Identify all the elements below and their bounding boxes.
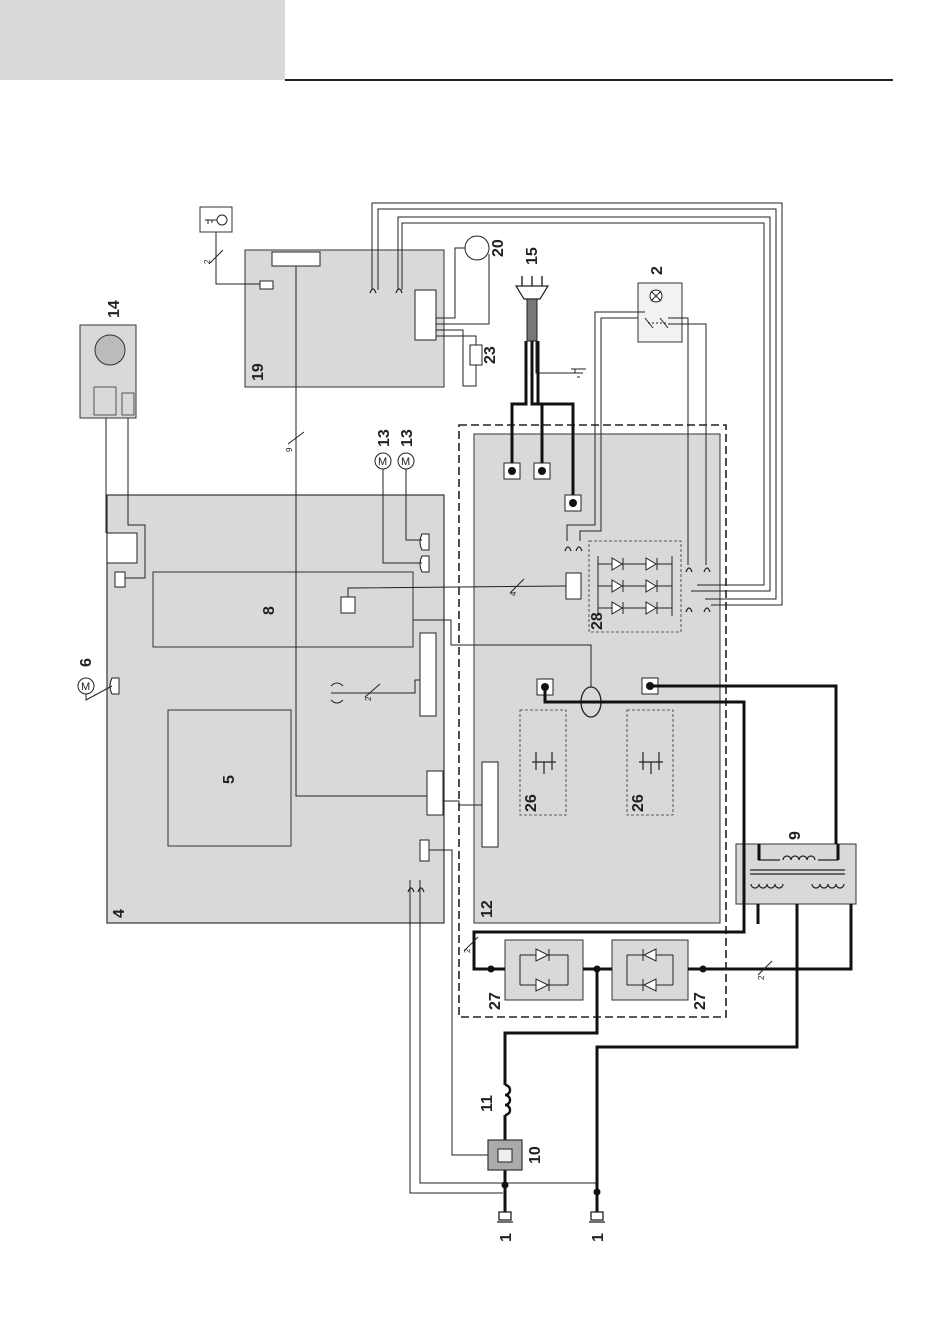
fan-6-symbol: M	[81, 681, 90, 693]
label-28: 28	[589, 612, 606, 630]
small-connector	[260, 281, 273, 289]
fan-13a-symbol: M	[378, 456, 387, 468]
label-6: 6	[78, 658, 95, 667]
board-4	[107, 495, 444, 923]
wire-count-fan: 2	[364, 696, 373, 701]
label-26b: 26	[630, 794, 647, 812]
label-4: 4	[111, 909, 128, 918]
wire-count-tr: 2	[757, 975, 766, 980]
label-13a: 13	[376, 429, 393, 447]
wire-count-4: 4	[509, 591, 518, 596]
mains-plug-icon	[516, 286, 548, 299]
label-8: 8	[261, 606, 278, 615]
label-9: 9	[787, 831, 804, 840]
output-socket-core	[498, 1149, 512, 1162]
label-27b: 27	[692, 992, 709, 1010]
connector-pin-block-a	[94, 387, 116, 415]
board-19-connector	[272, 252, 320, 266]
label-11: 11	[479, 1095, 496, 1112]
thermostat-23	[470, 345, 482, 365]
fan-13b-symbol: M	[401, 456, 410, 468]
label-27a: 27	[487, 992, 504, 1010]
label-12: 12	[479, 900, 496, 918]
wire-count-9: 9	[285, 447, 294, 452]
label-19: 19	[250, 363, 267, 381]
connector-pin-block-b	[122, 393, 134, 415]
label-10: 10	[527, 1146, 544, 1164]
label-1a: 1	[498, 1233, 515, 1242]
label-20: 20	[490, 239, 507, 257]
label-13b: 13	[399, 429, 416, 447]
label-23: 23	[482, 346, 499, 364]
label-5: 5	[221, 775, 238, 784]
wire-count-rect: 2	[463, 948, 472, 953]
board-8	[153, 572, 413, 647]
connector-socket	[95, 335, 125, 365]
choke-11	[505, 1085, 510, 1115]
board-19	[245, 250, 444, 387]
mains-cable-sleeve	[527, 299, 537, 341]
label-1b: 1	[590, 1233, 607, 1242]
output-diodes-27a	[505, 940, 583, 1000]
board-12	[474, 434, 720, 923]
label-15: 15	[524, 247, 541, 265]
output-terminals	[497, 1212, 605, 1222]
sensor-20	[465, 236, 489, 260]
terminal-block	[415, 290, 436, 340]
label-2: 2	[649, 266, 666, 275]
output-diodes-27b	[612, 940, 688, 1000]
label-14: 14	[106, 300, 123, 318]
label-26a: 26	[523, 794, 540, 812]
wire-count-key: 2	[203, 259, 212, 264]
